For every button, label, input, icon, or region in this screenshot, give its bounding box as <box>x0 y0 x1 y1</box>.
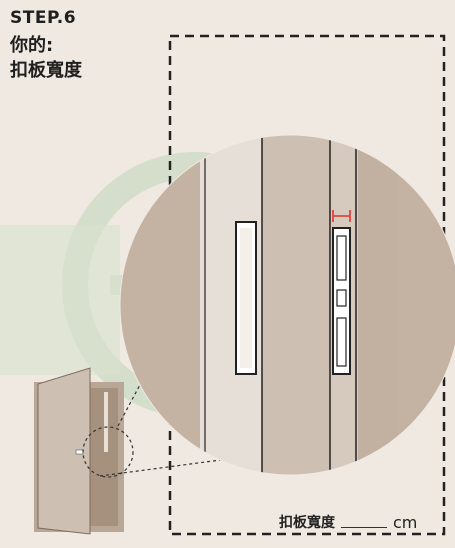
step-title: 扣板寬度 <box>10 60 82 81</box>
step-number: STEP.6 <box>10 8 77 28</box>
measurement-blank[interactable] <box>341 527 387 528</box>
door-icon <box>34 367 124 535</box>
measurement-label: 扣板寬度 <box>279 515 335 531</box>
zoom-source-circle <box>82 426 134 478</box>
zoom-guide-bottom <box>99 441 357 477</box>
measurement-unit: cm <box>393 513 418 532</box>
step-subtitle: 你的: <box>10 35 54 56</box>
magnified-view <box>120 135 455 475</box>
measurement-entry: 扣板寬度 cm <box>279 512 417 532</box>
magnifier-outline <box>119 134 455 476</box>
width-marker <box>332 210 351 222</box>
strike-plate <box>332 227 351 375</box>
